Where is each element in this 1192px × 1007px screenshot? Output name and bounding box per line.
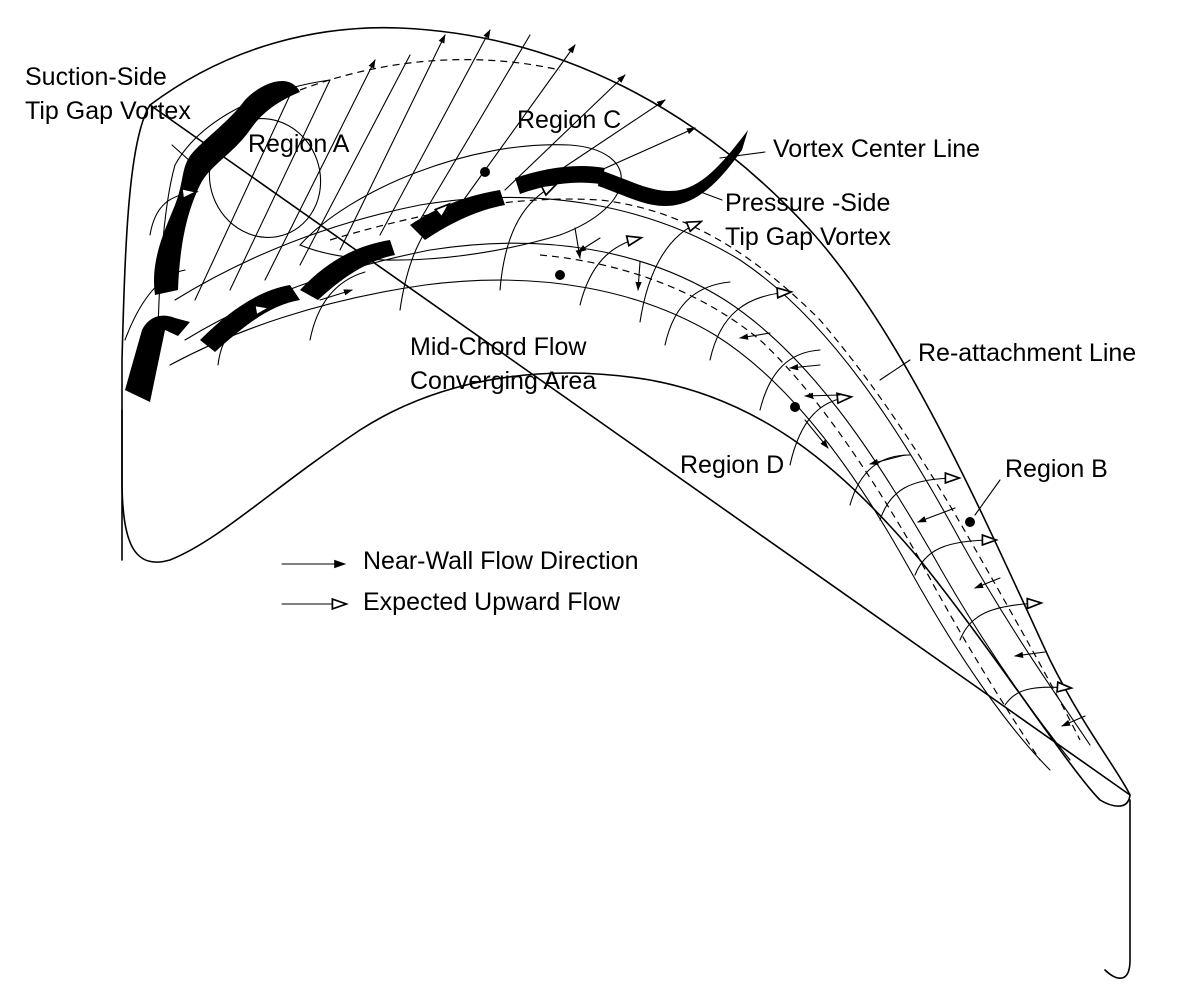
label-suction-side-line1: Suction-Side	[25, 63, 167, 91]
tip-hatching	[194, 29, 696, 301]
leader-lines	[171, 144, 1001, 516]
label-region-c: Region C	[517, 106, 621, 134]
label-region-b: Region B	[1005, 455, 1108, 483]
region-dots	[480, 167, 975, 527]
region-c-dot	[480, 167, 490, 177]
label-pressure-side-line2: Tip Gap Vortex	[725, 223, 891, 251]
legend-label-near-wall: Near-Wall Flow Direction	[363, 547, 639, 575]
label-mid-chord-line1: Mid-Chord Flow	[410, 333, 587, 361]
label-vortex-center-line: Vortex Center Line	[773, 135, 980, 163]
label-region-d: Region D	[680, 451, 784, 479]
near-wall-flow-arrows	[319, 227, 1086, 727]
label-reattachment-line: Re-attachment Line	[918, 339, 1136, 367]
region-c-outline	[299, 144, 622, 261]
label-region-a: Region A	[248, 130, 350, 158]
legend: Near-Wall Flow Direction Expected Upward…	[281, 547, 639, 616]
label-suction-side-line2: Tip Gap Vortex	[25, 97, 191, 125]
pressure-side-vortex	[200, 130, 748, 352]
label-pressure-side-line1: Pressure -Side	[725, 189, 890, 217]
region-b-dot	[965, 517, 975, 527]
blade-outline	[121, 26, 1131, 979]
mid-chord-dot	[555, 270, 565, 280]
label-mid-chord-line2: Converging Area	[410, 367, 596, 395]
legend-label-upward-flow: Expected Upward Flow	[363, 588, 621, 616]
region-d-dot	[790, 402, 800, 412]
upward-flow-arrows	[124, 185, 1070, 706]
dashed-lines	[299, 58, 1081, 761]
